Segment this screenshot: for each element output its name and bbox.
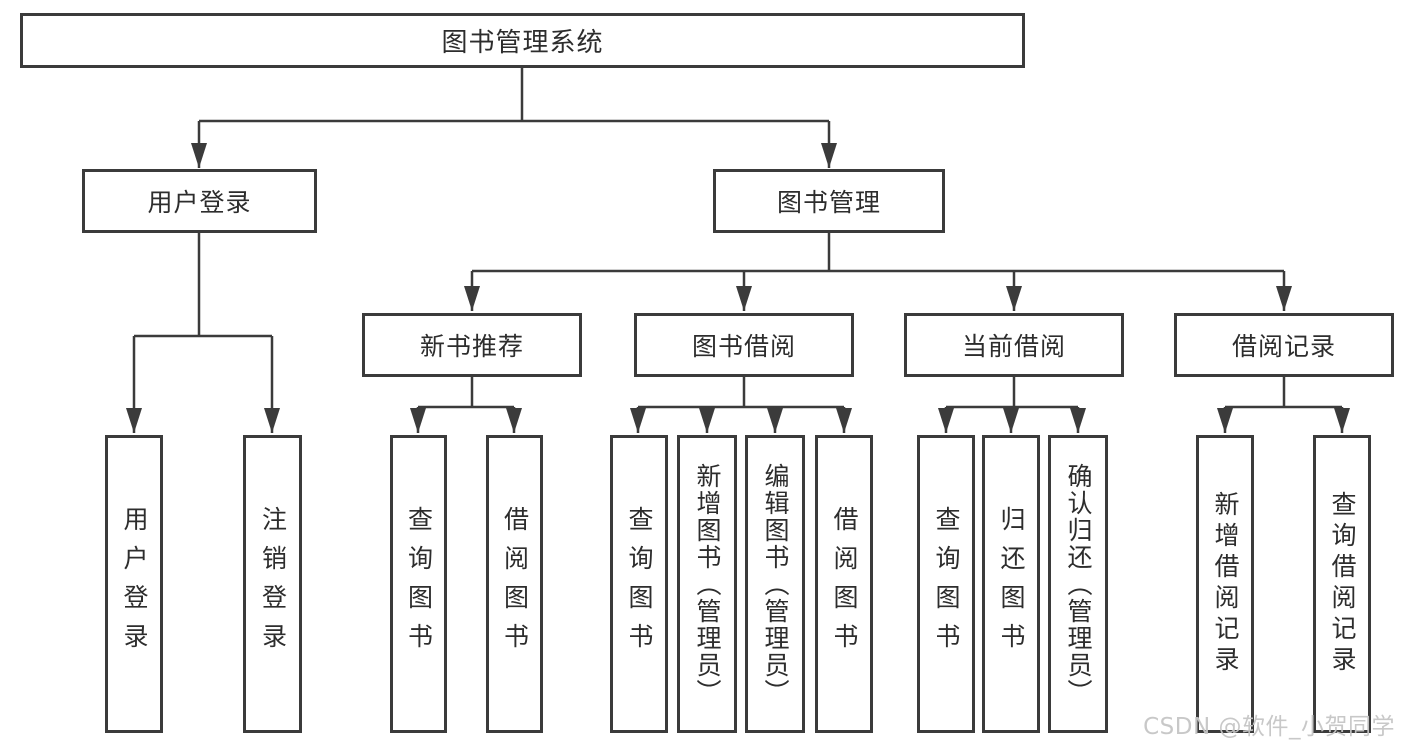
node-new-book-recommendation: 新书推荐	[362, 313, 582, 377]
watermark: CSDN @软件_小贺同学	[1143, 714, 1395, 740]
leaf-borrow-books-recommend: 借阅图书	[486, 435, 543, 733]
leaf-add-borrow-record: 新增借阅记录	[1196, 435, 1254, 733]
node-library-system: 图书管理系统	[20, 13, 1025, 68]
leaf-query-borrow-record: 查询借阅记录	[1313, 435, 1371, 733]
node-book-management: 图书管理	[713, 169, 945, 233]
leaf-add-books-admin: 新增图书（管理员）	[677, 435, 737, 733]
node-current-borrowing: 当前借阅	[904, 313, 1124, 377]
leaf-confirm-return-admin: 确认归还（管理员）	[1048, 435, 1108, 733]
leaf-logout-login: 注销登录	[243, 435, 302, 733]
leaf-return-books: 归还图书	[982, 435, 1040, 733]
leaf-borrow-books-borrowing: 借阅图书	[815, 435, 873, 733]
leaf-query-books-current: 查询图书	[917, 435, 975, 733]
leaf-edit-books-admin: 编辑图书（管理员）	[745, 435, 805, 733]
leaf-query-books-recommend: 查询图书	[390, 435, 447, 733]
node-book-borrowing: 图书借阅	[634, 313, 854, 377]
node-borrowing-records: 借阅记录	[1174, 313, 1394, 377]
leaf-user-login: 用户登录	[105, 435, 163, 733]
leaf-query-books-borrowing: 查询图书	[610, 435, 668, 733]
node-user-login: 用户登录	[82, 169, 317, 233]
